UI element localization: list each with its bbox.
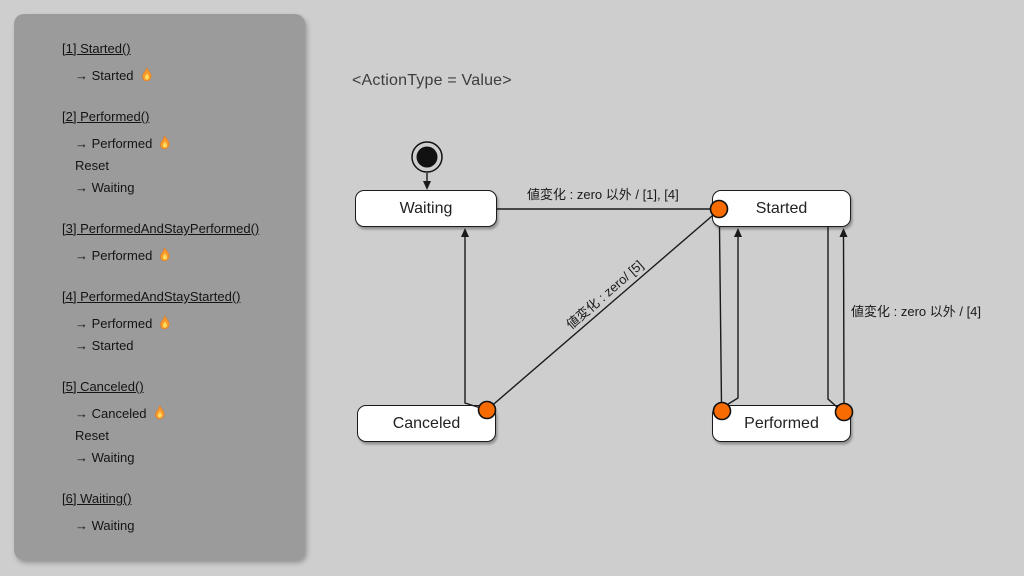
- state-canceled: Canceled: [357, 405, 496, 442]
- actions-panel: [1] Started() → Started [2] Performed() …: [14, 14, 305, 560]
- effect-text: → Waiting: [75, 450, 135, 465]
- action-effect-item: → Performed: [62, 245, 295, 267]
- flame-icon: [160, 315, 170, 330]
- action-header-waiting[interactable]: [6] Waiting(): [62, 491, 132, 506]
- action-header-performed-stay-performed[interactable]: [3] PerformedAndStayPerformed(): [62, 221, 260, 236]
- state-started: Started: [712, 190, 851, 227]
- action-effect-item: → Performed: [62, 313, 295, 335]
- action-effect-item: → Waiting: [62, 447, 295, 469]
- action-section-4: [4] PerformedAndStayStarted() → Performe…: [62, 286, 295, 357]
- transition-label-performed-to-started: 値変化 : zero 以外 / [4]: [851, 304, 982, 319]
- action-header-performed-stay-started[interactable]: [4] PerformedAndStayStarted(): [62, 289, 241, 304]
- effect-text: Reset: [75, 158, 109, 173]
- transition-started-to-performed-right: [827, 227, 838, 408]
- state-waiting: Waiting: [355, 190, 497, 227]
- action-header-performed[interactable]: [2] Performed(): [62, 109, 150, 124]
- flame-icon: [154, 405, 164, 420]
- transition-performed-to-started-right: [839, 228, 848, 405]
- effect-text: → Started: [75, 338, 134, 353]
- action-section-3: [3] PerformedAndStayPerformed() → Perfor…: [62, 218, 295, 267]
- transition-initial-to-waiting: [423, 173, 431, 190]
- effect-text: → Waiting: [75, 518, 135, 533]
- action-section-6: [6] Waiting() → Waiting: [62, 488, 295, 537]
- action-header-canceled[interactable]: [5] Canceled(): [62, 379, 144, 394]
- transition-started-to-performed-left: [718, 226, 723, 406]
- effect-text: → Started: [75, 68, 134, 83]
- action-effect-item: Reset: [62, 155, 295, 177]
- state-label: Waiting: [399, 199, 453, 217]
- transition-label-started-to-canceled: 値変化 : zero/ [5]: [563, 257, 647, 333]
- flame-icon: [141, 67, 151, 82]
- action-effect-item: → Started: [62, 65, 295, 87]
- state-label: Started: [755, 199, 808, 217]
- diagram-title: <ActionType = Value>: [352, 72, 512, 89]
- action-section-5: [5] Canceled() → Canceled Reset → Waitin…: [62, 376, 295, 469]
- effect-text: → Waiting: [75, 180, 135, 195]
- state-label: Performed: [744, 414, 819, 432]
- action-header-started[interactable]: [1] Started(): [62, 41, 131, 56]
- transition-performed-to-started-left: [724, 228, 742, 407]
- effect-text: Reset: [75, 428, 109, 443]
- initial-state-icon: [411, 141, 443, 173]
- effect-text: → Canceled: [75, 406, 147, 421]
- state-performed: Performed: [712, 405, 851, 442]
- effect-text: → Performed: [75, 248, 153, 263]
- action-effect-item: → Performed: [62, 133, 295, 155]
- transition-label-waiting-to-started: 値変化 : zero 以外 / [1], [4]: [527, 187, 679, 202]
- action-effect-item: Reset: [62, 425, 295, 447]
- state-label: Canceled: [392, 414, 461, 432]
- action-section-1: [1] Started() → Started: [62, 38, 295, 87]
- action-effect-item: → Waiting: [62, 515, 295, 537]
- effect-text: → Performed: [75, 136, 153, 151]
- action-effect-item: → Started: [62, 335, 295, 357]
- action-section-2: [2] Performed() → Performed Reset → Wait…: [62, 106, 295, 199]
- effect-text: → Performed: [75, 316, 153, 331]
- flame-icon: [160, 135, 170, 150]
- transition-canceled-to-waiting: [461, 228, 488, 411]
- action-effect-item: → Waiting: [62, 177, 295, 199]
- flame-icon: [160, 247, 170, 262]
- transition-started-to-canceled: [487, 209, 720, 410]
- action-effect-item: → Canceled: [62, 403, 295, 425]
